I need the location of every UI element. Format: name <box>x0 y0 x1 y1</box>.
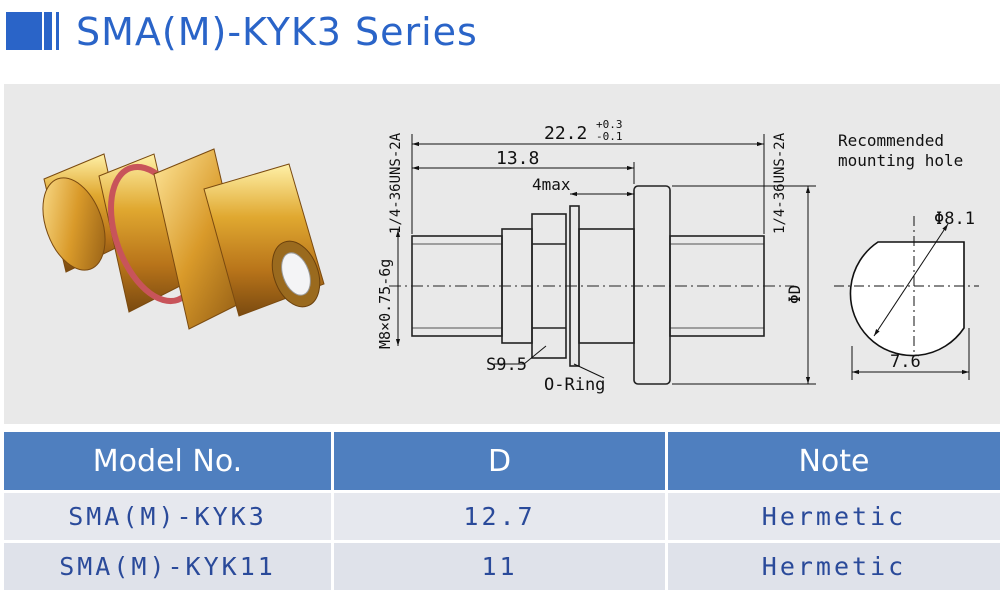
cell-note: Hermetic <box>668 540 1000 590</box>
hole-title-line2: mounting hole <box>838 151 963 170</box>
connector-photo <box>42 148 325 330</box>
side-view-drawing <box>389 185 794 385</box>
header-model: Model No. <box>4 432 334 490</box>
table-row: SMA(M)-KYK3 12.7 Hermetic <box>4 490 1000 540</box>
title-accent-bar <box>6 12 42 50</box>
table-header-row: Model No. D Note <box>4 432 1000 490</box>
cell-model: SMA(M)-KYK3 <box>4 490 334 540</box>
dim-total-label: 22.2 <box>544 123 587 144</box>
mounting-hole-drawing <box>834 216 979 380</box>
tol-upper-label: +0.3 <box>596 118 623 131</box>
dimension-lines <box>395 134 816 385</box>
hex-size-label: S9.5 <box>486 355 527 375</box>
cell-note: Hermetic <box>668 490 1000 540</box>
title-accent-bar-thin <box>44 12 52 50</box>
hole-title-line1: Recommended <box>838 131 944 150</box>
dim-d-label: ΦD <box>785 285 804 304</box>
dim-13-8-label: 13.8 <box>496 148 539 169</box>
hole-diameter-label: Φ8.1 <box>934 209 975 229</box>
table-row: SMA(M)-KYK11 11 Hermetic <box>4 540 1000 590</box>
technical-drawing: 1/4-36UNS-2A 1/4-36UNS-2A M8×0.75-6g 22.… <box>42 118 979 395</box>
page-title: SMA(M)-KYK3 Series <box>76 10 478 54</box>
spec-table: Model No. D Note SMA(M)-KYK3 12.7 Hermet… <box>4 432 1000 590</box>
header-d: D <box>334 432 668 490</box>
cell-d: 11 <box>334 540 668 590</box>
thread-left-label: 1/4-36UNS-2A <box>388 132 404 234</box>
cell-model: SMA(M)-KYK11 <box>4 540 334 590</box>
page-header: SMA(M)-KYK3 Series <box>0 0 1006 70</box>
header-note: Note <box>668 432 1000 490</box>
tol-lower-label: -0.1 <box>596 130 623 143</box>
title-accent-line <box>56 12 59 50</box>
o-ring-label: O-Ring <box>544 375 605 395</box>
cell-d: 12.7 <box>334 490 668 540</box>
product-panel: 1/4-36UNS-2A 1/4-36UNS-2A M8×0.75-6g 22.… <box>4 84 1000 424</box>
thread-mount-label: M8×0.75-6g <box>376 259 394 349</box>
thread-right-label: 1/4-36UNS-2A <box>772 132 788 234</box>
hole-flat-label: 7.6 <box>890 352 921 372</box>
dim-4max-label: 4max <box>532 175 571 194</box>
